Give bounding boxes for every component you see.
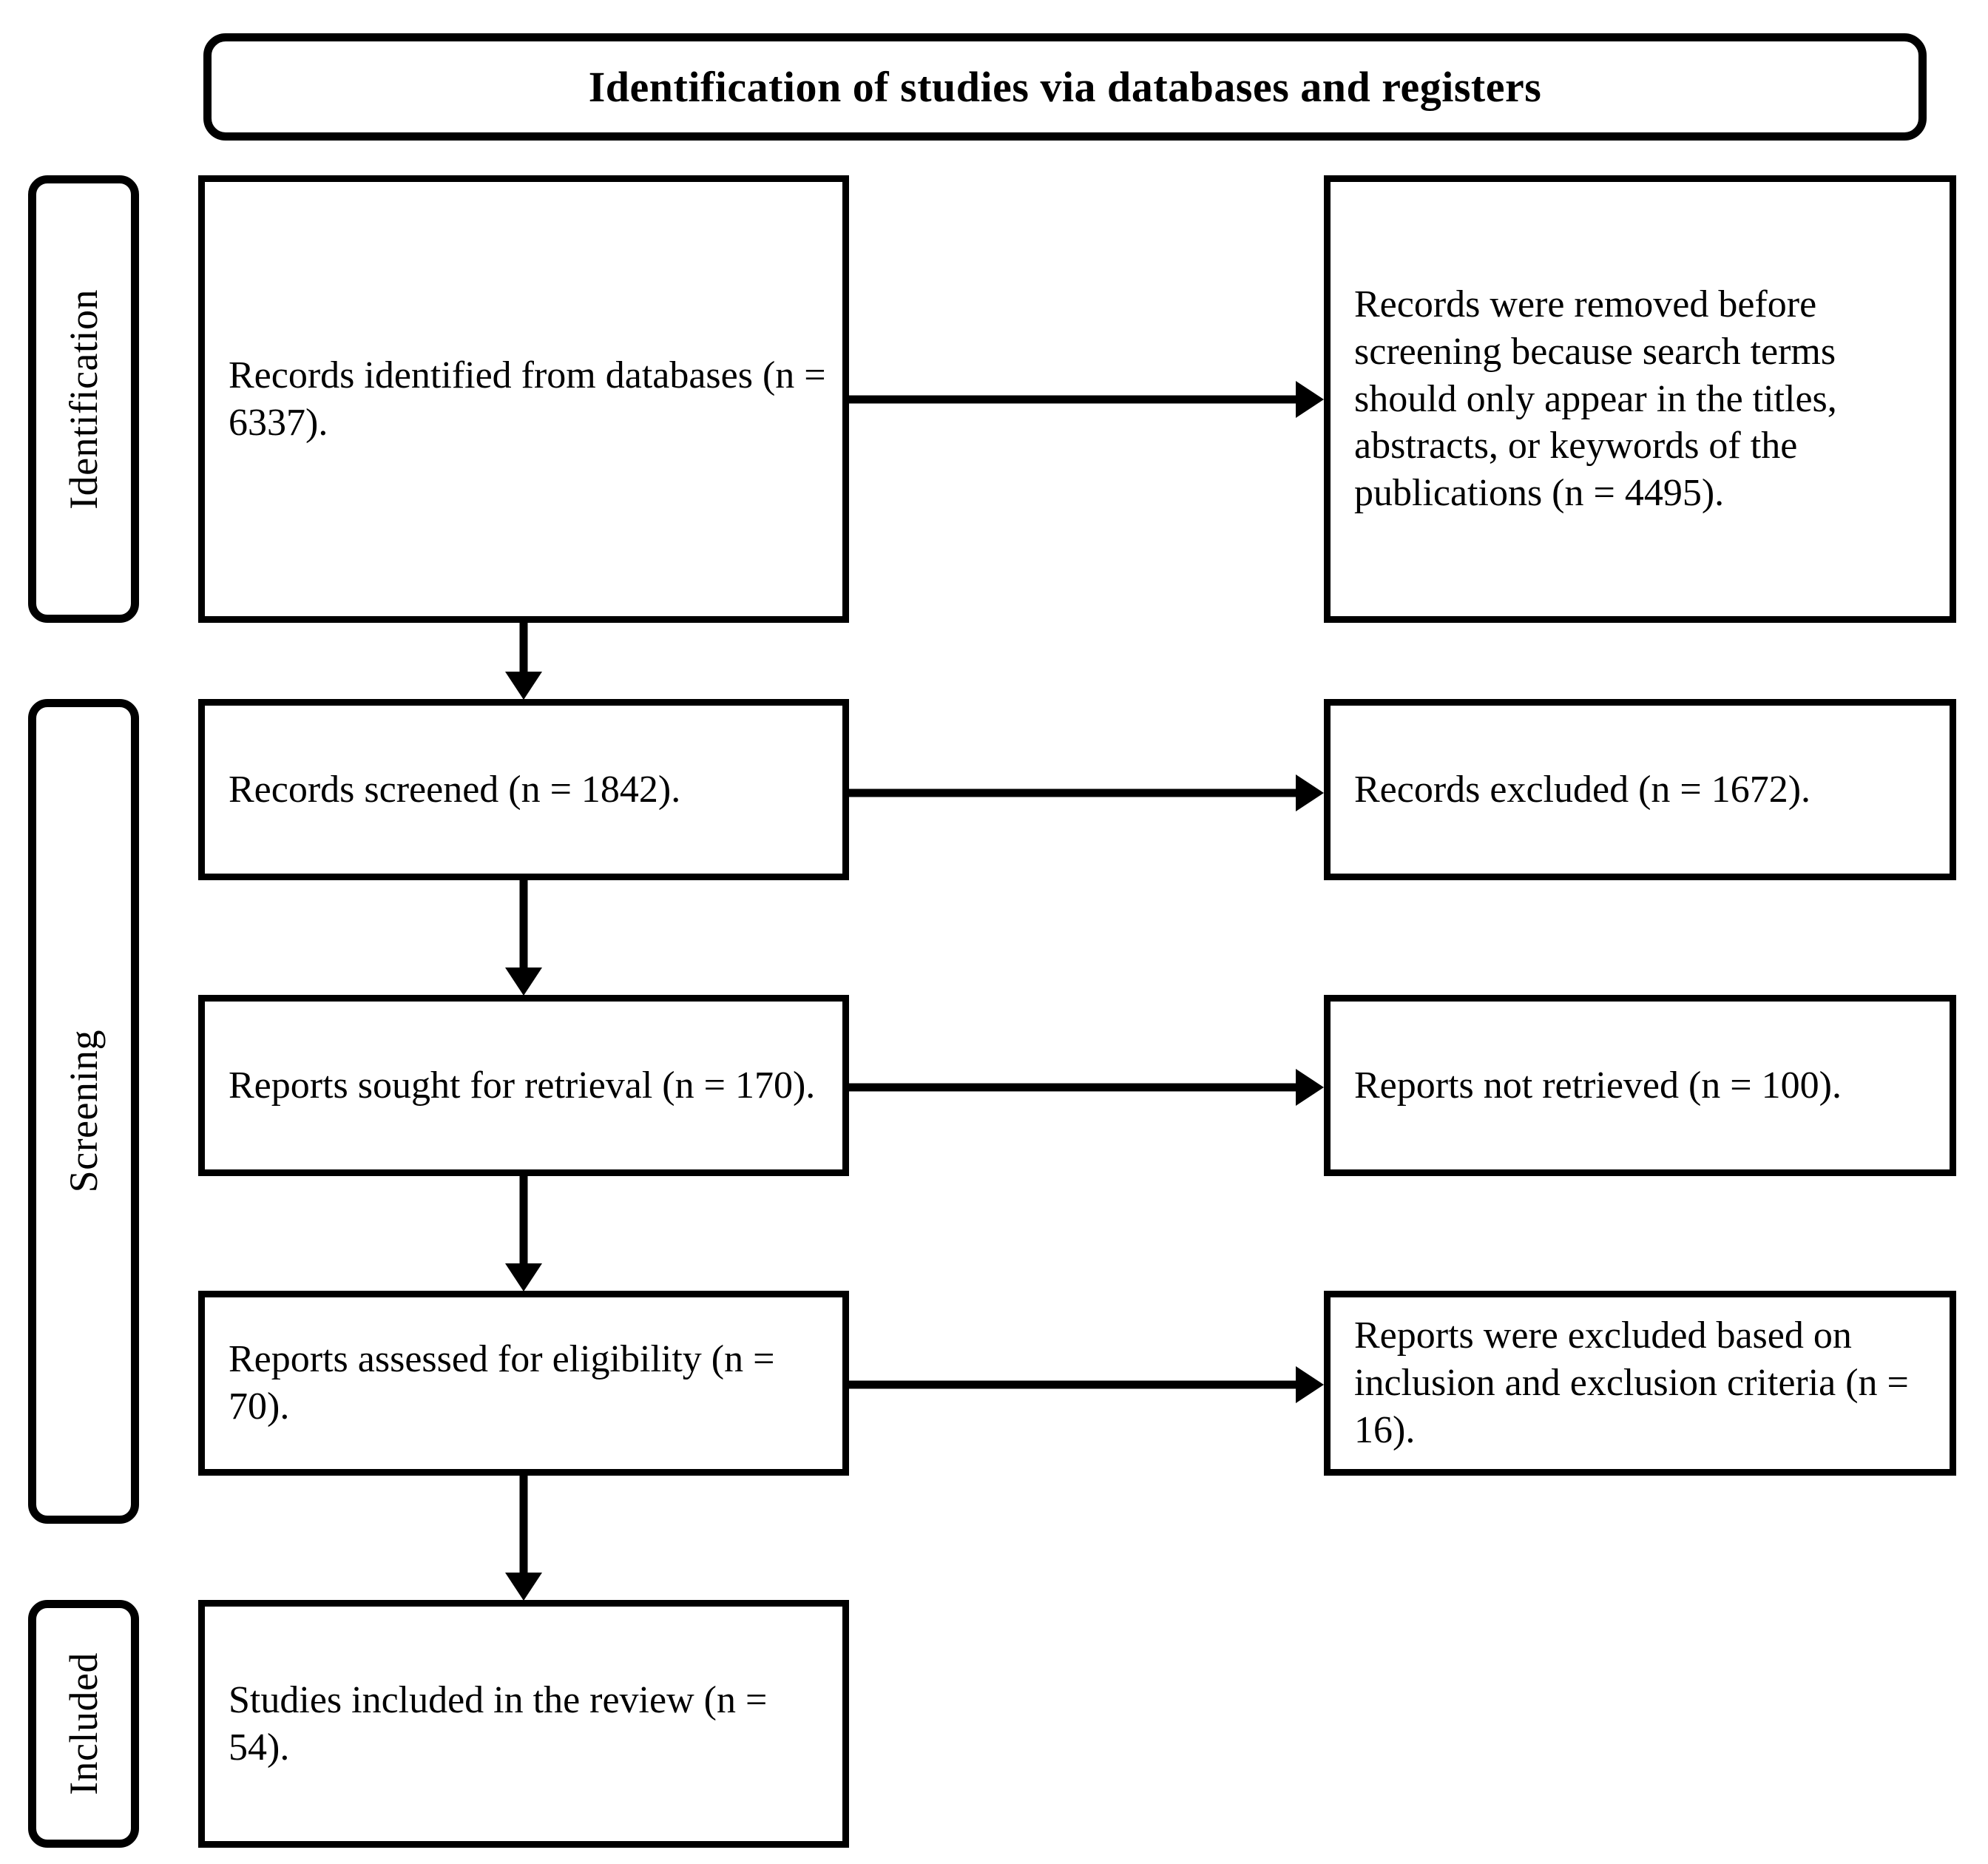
arrow-head-right-icon [1296,381,1324,418]
box-reports-not-retrieved-text: Reports not retrieved (n = 100). [1354,1064,1842,1107]
box-records-excluded: Records excluded (n = 1672). [1324,699,1956,880]
stage-label-identification-text: Identification [61,288,106,510]
box-reports-excluded-by-criteria-text: Reports were excluded based on inclusion… [1354,1314,1909,1451]
stage-label-included: Included [28,1600,139,1848]
arrow-shaft [849,1083,1296,1092]
box-reports-sought-for-retrieval-text: Reports sought for retrieval (n = 170). [229,1064,816,1107]
box-reports-assessed-for-eligibility: Reports assessed for eligibility (n = 70… [198,1291,849,1476]
arrow-head-down-icon [505,672,542,700]
arrow-shaft [519,623,528,672]
stage-label-identification: Identification [28,175,139,623]
box-records-identified: Records identified from databases (n = 6… [198,175,849,623]
arrow-head-right-icon [1296,1366,1324,1403]
box-reports-sought-for-retrieval: Reports sought for retrieval (n = 170). [198,995,849,1176]
arrow-shaft [519,1476,528,1573]
arrow-head-right-icon [1296,774,1324,811]
box-reports-assessed-for-eligibility-text: Reports assessed for eligibility (n = 70… [229,1338,775,1428]
arrow-shaft [519,880,528,968]
box-records-removed-before-screening: Records were removed before screening be… [1324,175,1956,623]
box-records-identified-text: Records identified from databases (n = 6… [229,354,826,444]
stage-label-screening: Screening [28,699,139,1524]
box-records-removed-before-screening-text: Records were removed before screening be… [1354,283,1837,515]
arrow-shaft [519,1176,528,1263]
arrow-shaft [849,1380,1296,1389]
arrow-head-down-icon [505,1573,542,1601]
arrow-shaft [849,789,1296,797]
box-records-excluded-text: Records excluded (n = 1672). [1354,768,1811,811]
arrow-head-down-icon [505,968,542,996]
stage-label-included-text: Included [61,1652,106,1795]
arrow-head-down-icon [505,1263,542,1291]
box-studies-included-in-review-text: Studies included in the review (n = 54). [229,1678,768,1769]
arrow-head-right-icon [1296,1069,1324,1106]
diagram-title: Identification of studies via databases … [588,63,1542,111]
stage-label-screening-text: Screening [61,1030,106,1193]
box-reports-excluded-by-criteria: Reports were excluded based on inclusion… [1324,1291,1956,1476]
diagram-header-banner: Identification of studies via databases … [203,33,1927,141]
box-studies-included-in-review: Studies included in the review (n = 54). [198,1600,849,1848]
box-records-screened-text: Records screened (n = 1842). [229,768,681,811]
box-reports-not-retrieved: Reports not retrieved (n = 100). [1324,995,1956,1176]
arrow-shaft [849,395,1296,404]
box-records-screened: Records screened (n = 1842). [198,699,849,880]
